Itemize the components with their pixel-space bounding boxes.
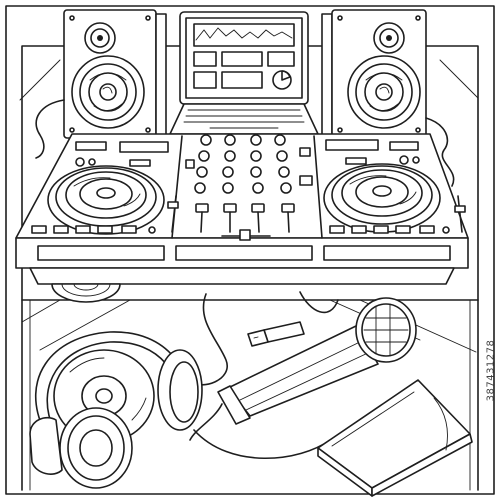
controller-pads xyxy=(31,225,450,234)
microphone xyxy=(189,297,417,441)
pitch-faders xyxy=(167,195,466,233)
left-jog-wheel xyxy=(47,165,165,235)
channel-faders xyxy=(195,203,295,241)
usb-drive xyxy=(247,321,305,347)
vinyl-disc xyxy=(51,283,121,303)
notebook xyxy=(317,379,473,497)
left-speaker xyxy=(63,9,167,139)
controller-cable xyxy=(189,291,339,386)
laptop xyxy=(169,11,319,135)
headphones xyxy=(29,331,331,489)
right-jog-wheel xyxy=(323,163,441,233)
speaker-cables xyxy=(35,99,455,187)
right-speaker xyxy=(321,9,427,139)
mixer-knobs xyxy=(185,134,313,194)
